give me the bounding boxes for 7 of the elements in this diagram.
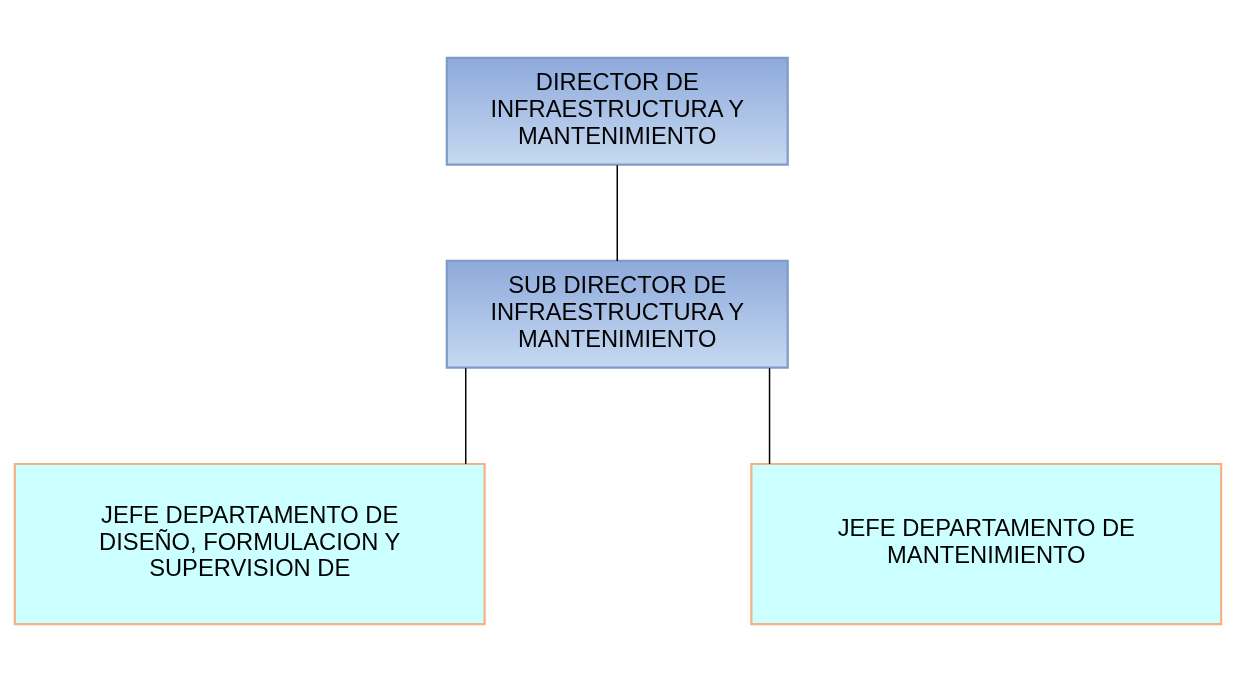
node-box: JEFE DEPARTAMENTO DE DISEÑO, FORMULACION Y SUPERVISION DE [13,462,486,626]
node-box: SUB DIRECTOR DE INFRAESTRUCTURA Y MANTENIMIENTO [445,259,789,369]
connector [768,367,771,465]
connector [616,164,618,262]
node-box: JEFE DEPARTAMENTO DE MANTENIMIENTO [750,462,1223,626]
connector [465,367,467,465]
node-box: DIRECTOR DE INFRAESTRUCTURA Y MANTENIMIENTO [445,56,789,166]
